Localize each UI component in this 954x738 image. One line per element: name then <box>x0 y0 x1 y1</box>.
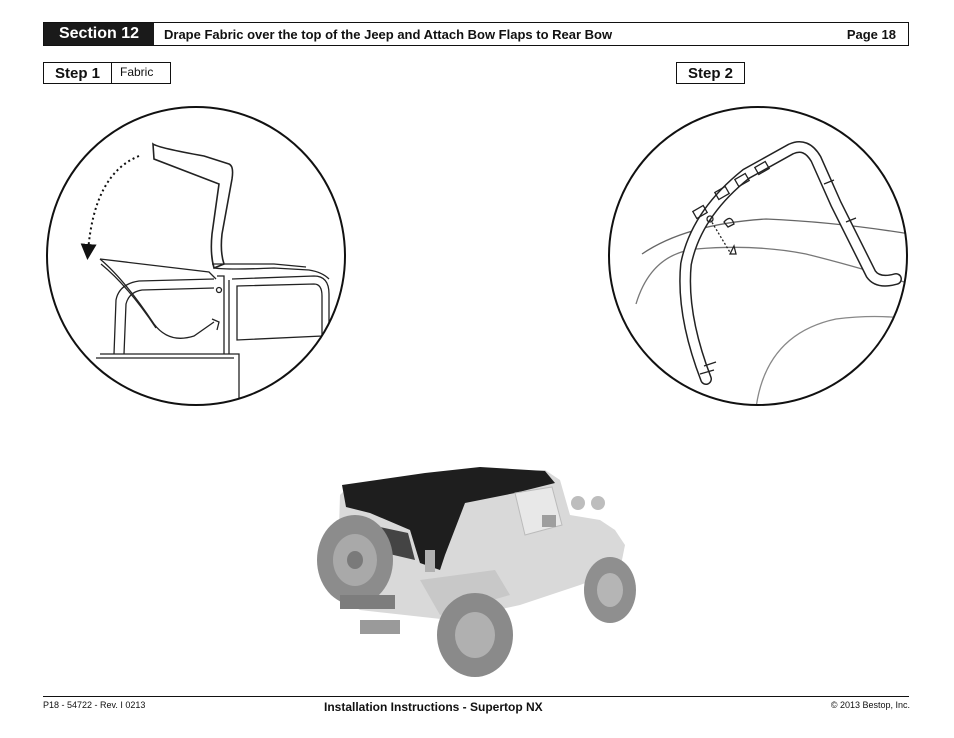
step-2-illustration <box>608 106 908 406</box>
footer-divider <box>43 696 909 697</box>
section-title: Drape Fabric over the top of the Jeep an… <box>164 26 613 42</box>
page-number: Page 18 <box>846 26 896 42</box>
jeep-photo <box>317 467 636 677</box>
copyright: © 2013 Bestop, Inc. <box>830 700 910 710</box>
step-1-tag: Fabric <box>111 62 171 84</box>
footer-title: Installation Instructions - Supertop NX <box>324 700 543 714</box>
section-header: Section 12 Drape Fabric over the top of … <box>43 22 909 46</box>
step-1-label: Step 1 <box>43 62 112 84</box>
step-1-illustration <box>46 106 346 406</box>
step-2-label: Step 2 <box>676 62 745 84</box>
section-label: Section 12 <box>44 23 154 45</box>
document-id: P18 - 54722 - Rev. I 0213 <box>43 700 146 710</box>
